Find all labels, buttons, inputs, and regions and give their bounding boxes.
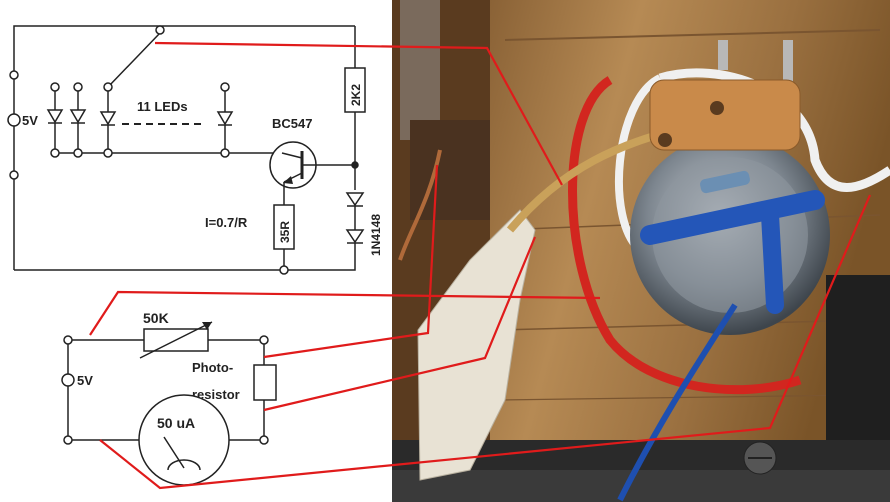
- photoresistor: Photo- resistor: [192, 360, 277, 402]
- led-last: [216, 82, 234, 158]
- diodes-1n4148: 1N4148: [345, 192, 383, 256]
- current-formula: I=0.7/R: [205, 215, 248, 230]
- annotation-lines: [89, 41, 872, 490]
- led-1: [46, 82, 64, 158]
- diode-label: 1N4148: [369, 214, 383, 256]
- resistor-35r: 35R: [273, 204, 295, 275]
- resistor-35r-label: 35R: [278, 221, 292, 243]
- supply-symbol-top: [7, 113, 21, 127]
- transistor-label: BC547: [272, 116, 312, 131]
- light-meter-schematic: 5V 50K Photo- resistor 50 uA: [61, 310, 277, 486]
- supply-label-bottom: 5V: [77, 373, 93, 388]
- leds-label: 11 LEDs: [137, 99, 188, 114]
- photo-label-line2: resistor: [192, 387, 240, 402]
- led-driver-schematic: 5V: [7, 25, 383, 275]
- photo-label-line1: Photo-: [192, 360, 233, 375]
- transistor-bc547: [269, 141, 355, 189]
- led-3: [99, 82, 117, 158]
- resistor-2k2-label: 2K2: [349, 84, 363, 106]
- switch-contact-node: [155, 25, 165, 35]
- pot-label: 50K: [143, 310, 169, 326]
- microammeter: 50 uA: [138, 394, 230, 486]
- potentiometer-50k: 50K: [139, 310, 213, 359]
- supply-label-top: 5V: [22, 113, 38, 128]
- meter-label: 50 uA: [157, 415, 195, 431]
- supply-symbol-bottom: [61, 373, 75, 387]
- resistor-2k2: 2K2: [344, 67, 366, 113]
- led-2: [69, 82, 87, 158]
- photo-led-assembly: [392, 0, 890, 502]
